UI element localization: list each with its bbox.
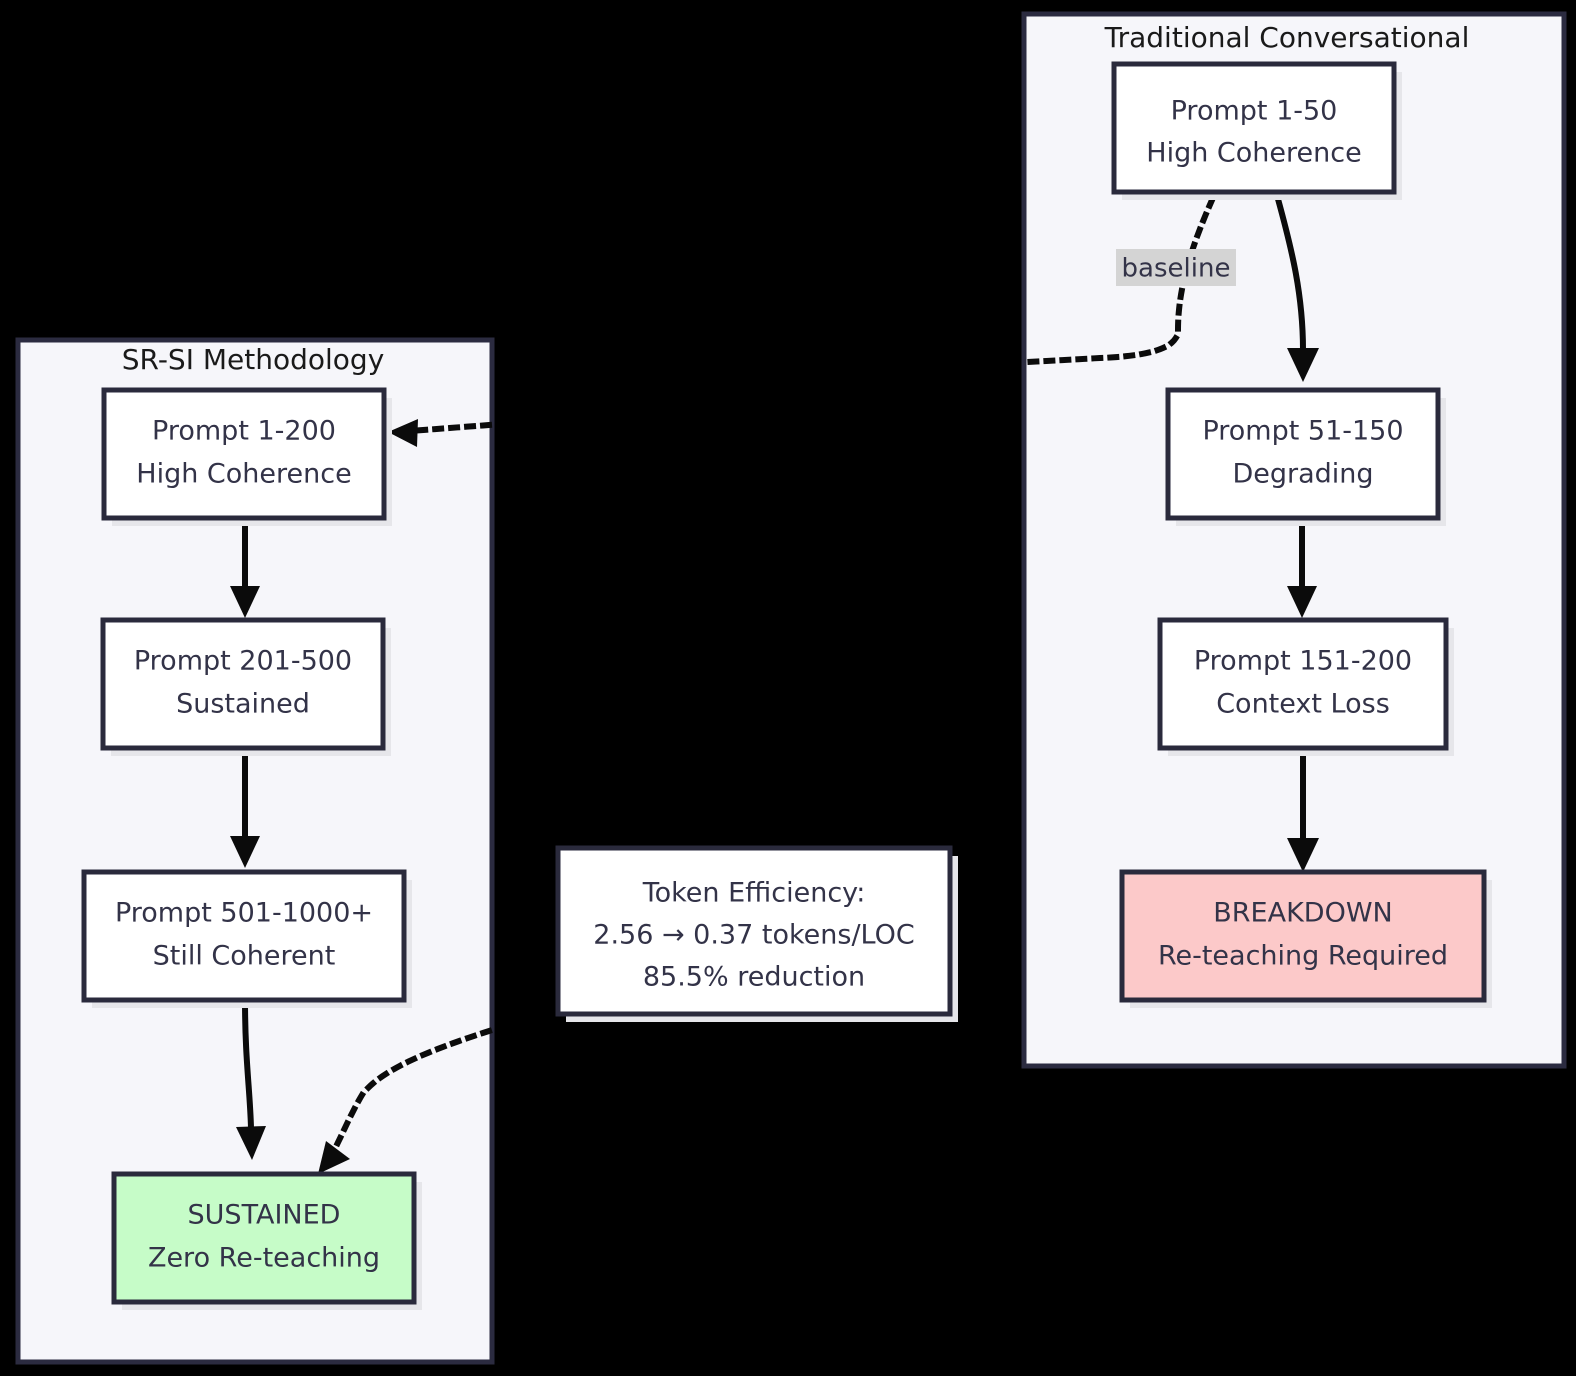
subgraph-srsi-title: SR-SI Methodology	[122, 343, 385, 376]
node-srsi-prompt-201-500-line1: Prompt 201-500	[134, 646, 352, 677]
arrowhead-icon	[388, 419, 418, 447]
arrowhead-icon	[236, 1126, 266, 1160]
edge-trad1-to-trad2	[1275, 198, 1319, 382]
subgraph-traditional-title: Traditional Conversational	[1104, 21, 1470, 54]
edge-label-baseline: baseline	[1122, 254, 1231, 284]
node-srsi-prompt-201-500[interactable]: Prompt 201-500 Sustained	[100, 617, 391, 756]
node-srsi-prompt-1-200[interactable]: Prompt 1-200 High Coherence	[101, 387, 392, 526]
node-token-efficiency-line1: Token Efficiency:	[642, 878, 866, 909]
node-trad-prompt-51-150-line2: Degrading	[1232, 459, 1373, 490]
arrowhead-icon	[230, 586, 260, 618]
node-trad-prompt-51-150[interactable]: Prompt 51-150 Degrading	[1165, 387, 1446, 526]
arrowhead-icon	[318, 1141, 350, 1174]
edge-srsi3-to-srsi4	[236, 999, 266, 1160]
node-trad-breakdown-line1: BREAKDOWN	[1213, 898, 1392, 929]
edge-srsi2-to-srsi3	[230, 749, 260, 868]
node-trad-prompt-51-150-box[interactable]	[1165, 387, 1441, 521]
arrowhead-icon	[1287, 838, 1319, 872]
node-srsi-prompt-1-200-line1: Prompt 1-200	[152, 416, 336, 447]
arrowhead-icon	[1287, 348, 1319, 382]
node-srsi-prompt-501-1000-box[interactable]	[81, 869, 407, 1003]
node-trad-prompt-151-200-line1: Prompt 151-200	[1194, 646, 1412, 677]
node-trad-prompt-151-200[interactable]: Prompt 151-200 Context Loss	[1157, 617, 1454, 756]
node-token-efficiency-line3: 85.5% reduction	[643, 962, 865, 993]
edge-trad3-to-trad4	[1287, 749, 1319, 872]
node-srsi-prompt-501-1000-line2: Still Coherent	[153, 941, 336, 972]
node-srsi-prompt-201-500-box[interactable]	[100, 617, 386, 751]
node-trad-prompt-1-50-line2: High Coherence	[1146, 138, 1361, 169]
node-trad-breakdown-line2: Re-teaching Required	[1158, 941, 1448, 972]
node-token-efficiency-line2: 2.56 → 0.37 tokens/LOC	[593, 920, 914, 951]
node-token-efficiency[interactable]: Token Efficiency: 2.56 → 0.37 tokens/LOC…	[555, 845, 958, 1022]
node-trad-prompt-51-150-line1: Prompt 51-150	[1202, 416, 1403, 447]
node-srsi-prompt-1-200-box[interactable]	[101, 387, 387, 521]
node-srsi-prompt-501-1000[interactable]: Prompt 501-1000+ Still Coherent	[81, 869, 412, 1008]
node-trad-prompt-151-200-box[interactable]	[1157, 617, 1449, 751]
edge-metrics-to-srsi4	[318, 1027, 493, 1174]
node-trad-breakdown[interactable]: BREAKDOWN Re-teaching Required	[1119, 869, 1492, 1008]
edge-baseline-trad1-to-srsi1: baseline	[388, 196, 1236, 447]
node-srsi-sustained-box[interactable]	[111, 1171, 417, 1305]
node-trad-prompt-1-50-box[interactable]	[1111, 61, 1397, 195]
node-trad-prompt-1-50-line1: Prompt 1-50	[1171, 96, 1338, 127]
node-srsi-prompt-501-1000-line1: Prompt 501-1000+	[115, 898, 373, 929]
node-srsi-sustained-line2: Zero Re-teaching	[148, 1243, 380, 1274]
node-trad-prompt-1-50[interactable]: Prompt 1-50 High Coherence	[1111, 61, 1402, 200]
edge-label-baseline-bg	[1116, 249, 1236, 286]
arrowhead-icon	[1287, 586, 1317, 618]
node-srsi-sustained[interactable]: SUSTAINED Zero Re-teaching	[111, 1171, 422, 1310]
node-trad-breakdown-box[interactable]	[1119, 869, 1487, 1003]
edge-srsi1-to-srsi2	[230, 519, 260, 618]
node-srsi-prompt-1-200-line2: High Coherence	[136, 459, 351, 490]
edge-trad2-to-trad3	[1287, 519, 1317, 618]
node-trad-prompt-151-200-line2: Context Loss	[1216, 689, 1390, 720]
node-srsi-sustained-line1: SUSTAINED	[188, 1200, 341, 1231]
node-token-efficiency-box[interactable]	[555, 845, 953, 1017]
node-srsi-prompt-201-500-line2: Sustained	[176, 689, 310, 720]
arrowhead-icon	[230, 836, 260, 868]
